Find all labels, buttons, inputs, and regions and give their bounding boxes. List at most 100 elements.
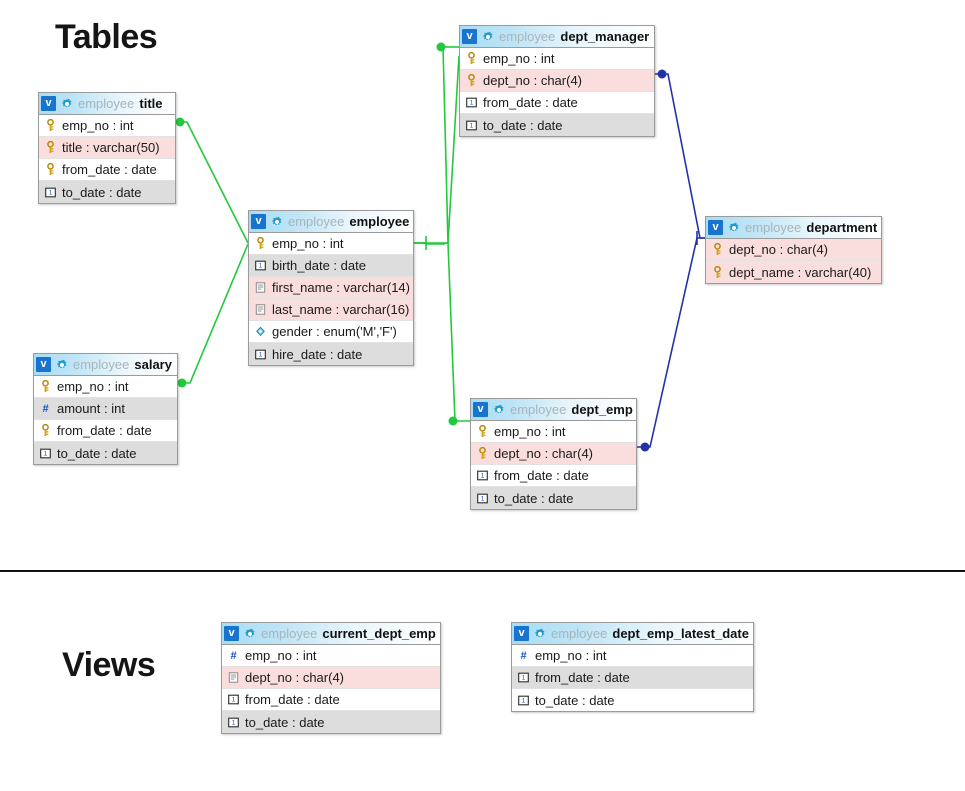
field-row[interactable]: # emp_no : int [512, 645, 753, 667]
field-label: birth_date : date [272, 258, 366, 273]
field-row[interactable]: 1 to_date : date [512, 689, 753, 711]
field-label: emp_no : int [494, 424, 566, 439]
field-label: amount : int [57, 401, 125, 416]
entity-employee[interactable]: v employee employee emp_no : int 1 birth… [248, 210, 414, 366]
svg-text:1: 1 [481, 495, 485, 502]
gear-icon [272, 216, 282, 225]
entity-name: salary [134, 357, 172, 372]
field-row[interactable]: 1 hire_date : date [249, 343, 413, 365]
view-badge-icon: v [514, 626, 529, 641]
field-row[interactable]: 1 birth_date : date [249, 255, 413, 277]
schema-name: employee [73, 357, 130, 372]
field-row[interactable]: dept_no : char(4) [706, 239, 881, 261]
field-label: from_date : date [245, 692, 340, 707]
field-row[interactable]: dept_no : char(4) [471, 443, 636, 465]
svg-text:1: 1 [522, 675, 526, 682]
key-icon [42, 380, 49, 392]
entity-dept-emp-latest-date[interactable]: v employee dept_emp_latest_date # emp_no… [511, 622, 754, 712]
field-label: dept_no : char(4) [483, 73, 583, 88]
entity-header[interactable]: v employee dept_manager [460, 26, 654, 48]
entity-header[interactable]: v employee current_dept_emp [222, 623, 440, 645]
field-row[interactable]: 1 to_date : date [460, 114, 654, 136]
field-row[interactable]: from_date : date [39, 159, 175, 181]
entity-salary[interactable]: v employee salary emp_no : int # amount … [33, 353, 178, 465]
field-row[interactable]: # amount : int [34, 398, 177, 420]
key-icon [479, 447, 486, 459]
key-icon [47, 141, 54, 153]
field-label: dept_name : varchar(40) [729, 264, 872, 280]
entity-header[interactable]: v employee title [39, 93, 175, 115]
field-row[interactable]: 1 from_date : date [471, 465, 636, 487]
key-icon [468, 74, 475, 86]
relation-dept-manager-to-department [655, 69, 705, 245]
entity-department[interactable]: v employee department dept_no : char(4) … [705, 216, 882, 284]
field-label: gender : enum('M','F') [272, 324, 397, 339]
field-row[interactable]: title : varchar(50) [39, 137, 175, 159]
numeric-icon: # [520, 650, 526, 662]
entity-dept-manager[interactable]: v employee dept_manager emp_no : int dep… [459, 25, 655, 137]
field-row[interactable]: emp_no : int [34, 376, 177, 398]
field-row[interactable]: 1 from_date : date [460, 92, 654, 114]
gear-icon [494, 404, 504, 413]
field-row[interactable]: 1 to_date : date [34, 442, 177, 464]
numeric-icon: # [42, 403, 48, 415]
gear-icon [535, 628, 545, 637]
schema-name: employee [288, 214, 345, 229]
field-label: to_date : date [57, 445, 137, 461]
tables-section-heading: Tables [55, 18, 158, 56]
date-icon: 1 [466, 97, 477, 108]
gear-icon [245, 628, 255, 637]
field-label: from_date : date [483, 95, 578, 110]
field-label: emp_no : int [62, 118, 134, 133]
field-row[interactable]: emp_no : int [39, 115, 175, 137]
entity-header[interactable]: v employee dept_emp_latest_date [512, 623, 753, 645]
field-row[interactable]: dept_no : char(4) [460, 70, 654, 92]
field-label: to_date : date [62, 184, 142, 200]
field-row[interactable]: emp_no : int [471, 421, 636, 443]
field-row[interactable]: dept_no : char(4) [222, 667, 440, 689]
field-row[interactable]: emp_no : int [460, 48, 654, 70]
relation-employee-to-dept-emp [420, 242, 470, 426]
field-label: hire_date : date [272, 346, 363, 362]
field-row[interactable]: gender : enum('M','F') [249, 321, 413, 343]
entity-name: title [139, 96, 163, 111]
field-label: from_date : date [57, 423, 152, 438]
entity-header[interactable]: v employee department [706, 217, 881, 239]
field-row[interactable]: dept_name : varchar(40) [706, 261, 881, 283]
field-label: last_name : varchar(16) [272, 302, 410, 317]
svg-text:#: # [230, 650, 236, 662]
entity-header[interactable]: v employee employee [249, 211, 413, 233]
svg-text:1: 1 [44, 450, 48, 457]
field-label: first_name : varchar(14) [272, 280, 410, 295]
svg-text:1: 1 [232, 697, 236, 704]
field-row[interactable]: 1 to_date : date [471, 487, 636, 509]
field-label: emp_no : int [272, 236, 344, 251]
entity-header[interactable]: v employee salary [34, 354, 177, 376]
field-row[interactable]: 1 to_date : date [39, 181, 175, 203]
field-row[interactable]: 1 from_date : date [512, 667, 753, 689]
svg-text:1: 1 [232, 719, 236, 726]
field-label: emp_no : int [245, 648, 317, 663]
entity-title[interactable]: v employee title emp_no : int title : va… [38, 92, 176, 204]
entity-current-dept-emp[interactable]: v employee current_dept_emp # emp_no : i… [221, 622, 441, 734]
field-row[interactable]: # emp_no : int [222, 645, 440, 667]
entity-name: dept_emp_latest_date [612, 626, 749, 641]
relation-title-to-employee [175, 117, 249, 244]
field-row[interactable]: 1 to_date : date [222, 711, 440, 733]
entity-header[interactable]: v employee dept_emp [471, 399, 636, 421]
gear-icon [62, 98, 72, 107]
field-label: emp_no : int [57, 379, 129, 394]
field-row[interactable]: emp_no : int [249, 233, 413, 255]
field-row[interactable]: last_name : varchar(16) [249, 299, 413, 321]
key-icon [479, 425, 486, 437]
field-row[interactable]: 1 from_date : date [222, 689, 440, 711]
key-icon [714, 265, 721, 278]
text-icon [228, 672, 239, 683]
field-row[interactable]: first_name : varchar(14) [249, 277, 413, 299]
view-badge-icon: v [473, 402, 488, 417]
entity-dept-emp[interactable]: v employee dept_emp emp_no : int dept_no… [470, 398, 637, 510]
schema-name: employee [261, 626, 318, 641]
view-badge-icon: v [224, 626, 239, 641]
field-row[interactable]: from_date : date [34, 420, 177, 442]
view-badge-icon: v [41, 96, 56, 111]
